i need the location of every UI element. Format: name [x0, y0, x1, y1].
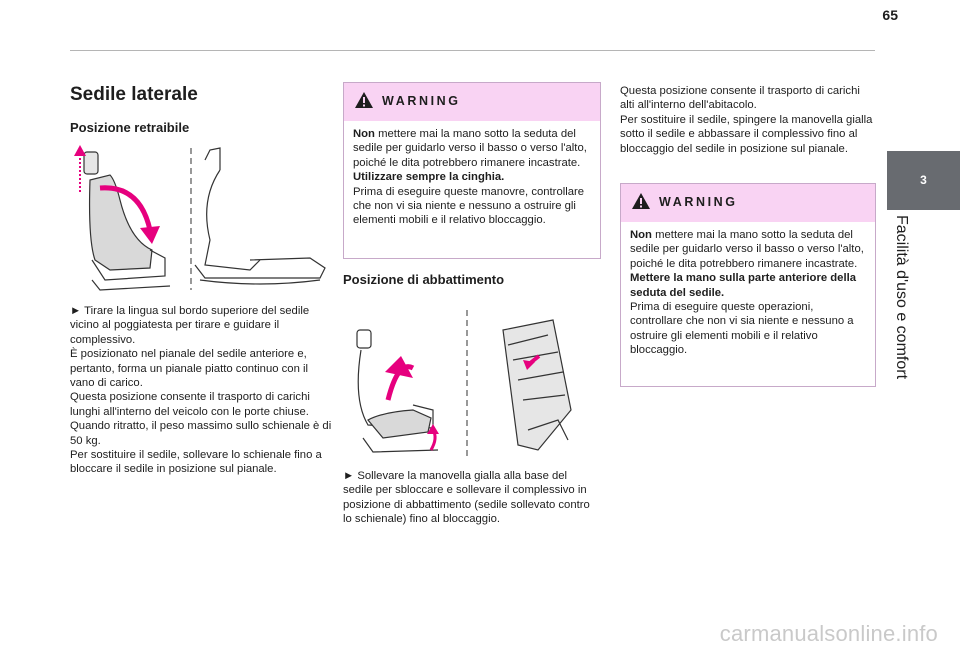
warning-body: Non mettere mai la mano sotto la seduta …: [344, 121, 600, 234]
right-text: Questa posizione consente il trasporto d…: [620, 84, 876, 156]
warning-text-rest: mettere mai la mano sotto la seduta del …: [630, 229, 864, 270]
warning-icon: [632, 193, 650, 209]
chapter-number: 3: [920, 173, 927, 187]
warning-bold: Utilizzare sempre la cinghia.: [353, 171, 505, 184]
body-text: Questa posizione consente il trasporto d…: [70, 391, 310, 418]
middle-text: ► Sollevare la manovella gialla alla bas…: [343, 469, 599, 527]
page-number: 65: [882, 7, 898, 23]
body-text: È posizionato nel pianale del sedile ant…: [70, 348, 309, 390]
warning-header: WARNING: [344, 83, 600, 121]
left-text: ► Tirare la lingua sul bordo superiore d…: [70, 304, 332, 477]
body-text: Per sostituire il sedile, sollevare lo s…: [70, 449, 322, 476]
subsection-title-folding: Posizione di abbattimento: [343, 272, 505, 287]
body-text: Per sostituire il sedile, spingere la ma…: [620, 113, 873, 155]
warning-box-middle: WARNING Non mettere mai la mano sotto la…: [343, 82, 601, 259]
warning-text-rest: mettere mai la mano sotto la seduta del …: [353, 128, 587, 169]
top-divider: [70, 50, 875, 51]
warning-emphasis: Mettere la mano sulla parte anteriore de…: [630, 271, 867, 300]
warning-box-right: WARNING Non mettere mai la mano sotto la…: [620, 183, 876, 387]
warning-title: WARNING: [382, 94, 461, 108]
warning-text: Prima di eseguire queste operazioni, con…: [630, 301, 854, 357]
chapter-tab[interactable]: 3: [887, 151, 960, 210]
warning-icon: [355, 92, 373, 108]
warning-header: WARNING: [621, 184, 875, 222]
warning-text: Non mettere mai la mano sotto la seduta …: [630, 228, 867, 271]
body-text: Questa posizione consente il trasporto d…: [620, 85, 860, 112]
seat-fold-illustration: [356, 310, 572, 460]
warning-bold: Non: [630, 229, 652, 241]
left-column: Sedile laterale Posizione retraibile: [70, 84, 332, 136]
middle-subsection: Posizione di abbattimento: [343, 272, 599, 288]
warning-bold: Non: [353, 128, 375, 140]
instruction-text: ► Sollevare la manovella gialla alla bas…: [343, 470, 590, 526]
warning-bold: Mettere la mano sulla parte anteriore de…: [630, 272, 857, 299]
chapter-title: Facilità d'uso e comfort: [893, 215, 910, 380]
watermark: carmanualsonline.info: [719, 621, 938, 646]
warning-body: Non mettere mai la mano sotto la seduta …: [621, 222, 875, 364]
instruction-text: ► Tirare la lingua sul bordo superiore d…: [70, 305, 310, 346]
body-text: Quando ritratto, il peso massimo sullo s…: [70, 420, 332, 447]
section-title: Sedile laterale: [70, 84, 198, 105]
chapter-strip: [887, 210, 960, 649]
warning-text: Non mettere mai la mano sotto la seduta …: [353, 127, 592, 170]
warning-emphasis: Utilizzare sempre la cinghia.: [353, 170, 592, 184]
warning-text: Prima di eseguire queste manovre, contro…: [353, 185, 585, 227]
subsection-title-retractable: Posizione retraibile: [70, 120, 190, 135]
warning-title: WARNING: [659, 195, 738, 209]
seat-retract-illustration: [74, 145, 326, 291]
